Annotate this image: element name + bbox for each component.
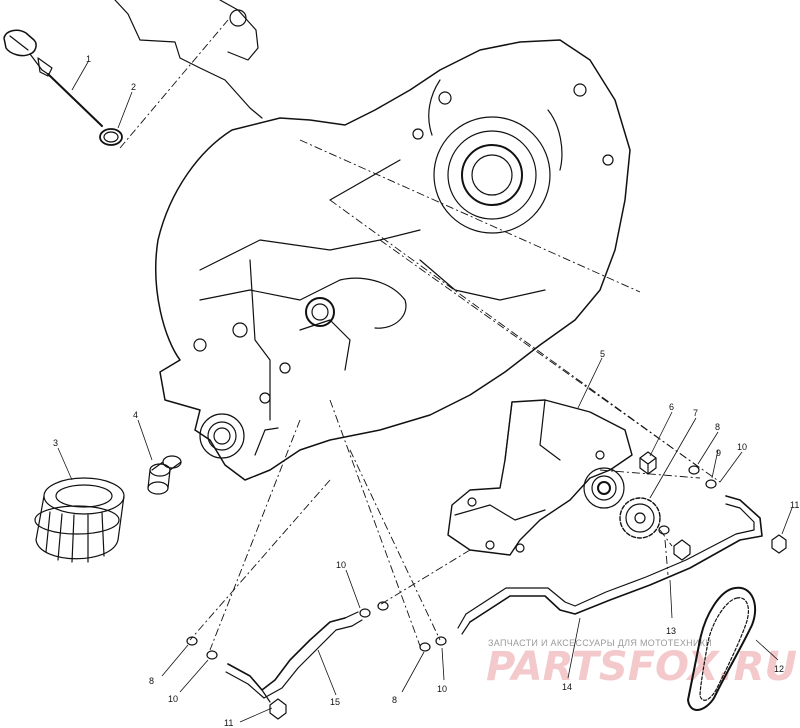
callout-8b: 8 [149,676,154,686]
pump-bolt [639,451,657,475]
drive-chain [687,586,757,711]
oil-pump-assembly [447,399,633,556]
callout-10d: 10 [437,684,447,694]
callout-9: 9 [716,448,721,458]
hose-bolt-left [269,698,287,720]
oil-line-15 [225,611,363,703]
pump-sprocket [619,497,661,539]
callout-6: 6 [669,402,674,412]
callout-11: 11 [790,500,799,510]
crankcase-body [155,39,631,481]
hose-bolt-right [771,534,787,554]
leader-lines [57,61,793,723]
callout-2: 2 [131,82,136,92]
o-ring-part [99,128,123,146]
callout-3: 3 [53,438,58,448]
callout-labels: 1 2 3 4 5 6 7 8 9 10 11 12 13 14 15 10 8… [53,54,799,728]
callout-12: 12 [774,664,784,674]
alignment-lines [119,19,721,651]
sprocket-bolt [673,539,691,561]
callout-15: 15 [330,697,340,707]
callout-8: 8 [715,422,720,432]
callout-10c: 10 [168,694,178,704]
watermark-logo: PARTSFOX.RU [486,644,797,690]
dipstick-part [3,29,103,127]
oil-filter-part [34,477,125,563]
callout-11b: 11 [224,718,233,728]
filter-fitting-part [147,455,182,495]
callout-4: 4 [133,410,138,420]
callout-13: 13 [666,626,676,636]
callout-14: 14 [562,682,572,692]
callout-8c: 8 [392,695,397,705]
watermark-tagline: ЗАПЧАСТИ И АКСЕССУАРЫ ДЛЯ МОТОТЕХНИКИ [488,638,712,648]
callout-10b: 10 [336,560,346,570]
sealing-washers [186,465,717,660]
upper-cover-fragment [114,0,263,119]
callout-10: 10 [737,442,747,452]
callout-5: 5 [600,349,605,359]
oil-line-14 [457,495,763,635]
callout-7: 7 [693,408,698,418]
callout-1: 1 [86,54,91,64]
